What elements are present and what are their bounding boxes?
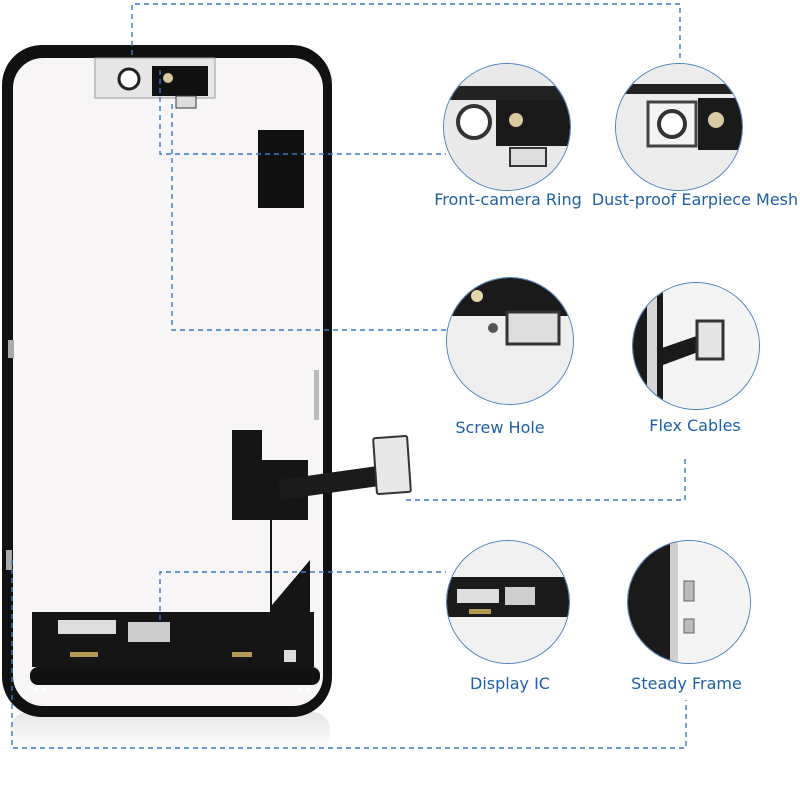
- floor-reflection: [10, 712, 330, 752]
- guide-line-screw: [171, 104, 446, 331]
- ic-chip-2: [128, 622, 170, 642]
- zoom-steady-frame: [627, 540, 751, 664]
- screw-hole-shape: [175, 95, 197, 109]
- flex-connector-shape: [372, 435, 412, 495]
- earpiece-mesh-shape: [152, 66, 208, 96]
- steady-frame-label: Steady Frame: [631, 674, 742, 693]
- flex-cables-label: Flex Cables: [649, 416, 741, 435]
- ic-chip-1: [58, 620, 116, 634]
- flex-cables-detail: [633, 283, 759, 409]
- guide-line-camera: [159, 70, 446, 155]
- guide-line-ic: [159, 571, 446, 620]
- zoom-flex-cables: [632, 282, 760, 410]
- earpiece-mesh-detail: [616, 64, 742, 190]
- screen-panel: [13, 58, 323, 706]
- front-camera-ring-label: Front-camera Ring: [434, 190, 582, 209]
- display-ic-detail: [447, 541, 569, 663]
- camera-ring-shape: [117, 67, 141, 91]
- zoom-screw-hole: [446, 277, 574, 405]
- dust-proof-mesh-label: Dust-proof Earpiece Mesh: [591, 190, 799, 209]
- zoom-front-camera-ring: [443, 63, 571, 191]
- camera-ring-detail: [444, 64, 570, 190]
- screw-hole-label: Screw Hole: [455, 418, 545, 437]
- zoom-dust-proof-mesh: [615, 63, 743, 191]
- screw-hole-detail: [447, 278, 573, 404]
- zoom-display-ic: [446, 540, 570, 664]
- display-ic-label: Display IC: [470, 674, 550, 693]
- guide-line-frame: [11, 560, 687, 749]
- steady-frame-detail: [628, 541, 750, 663]
- guide-line-flex: [406, 456, 686, 501]
- adhesive-patch: [258, 130, 304, 208]
- flex-cable-shape: [32, 430, 310, 626]
- guide-line-mesh: [131, 3, 681, 60]
